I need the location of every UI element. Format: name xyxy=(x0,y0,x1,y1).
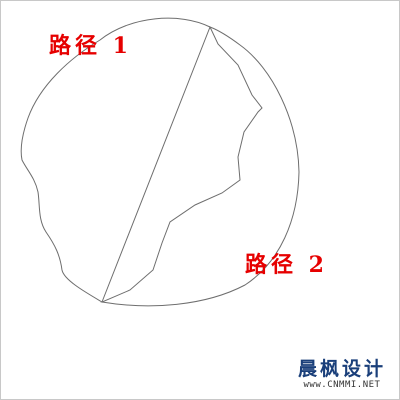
path-1-label: 路径 1 xyxy=(49,33,132,59)
watermark: 晨枫设计 www.CNMMI.NET xyxy=(298,358,386,391)
path-1-outline xyxy=(20,17,211,303)
path-2-outline xyxy=(100,26,300,307)
path-2-label: 路径 2 xyxy=(245,252,328,278)
watermark-title: 晨枫设计 xyxy=(297,358,386,380)
watermark-url: www.CNMMI.NET xyxy=(303,380,381,390)
